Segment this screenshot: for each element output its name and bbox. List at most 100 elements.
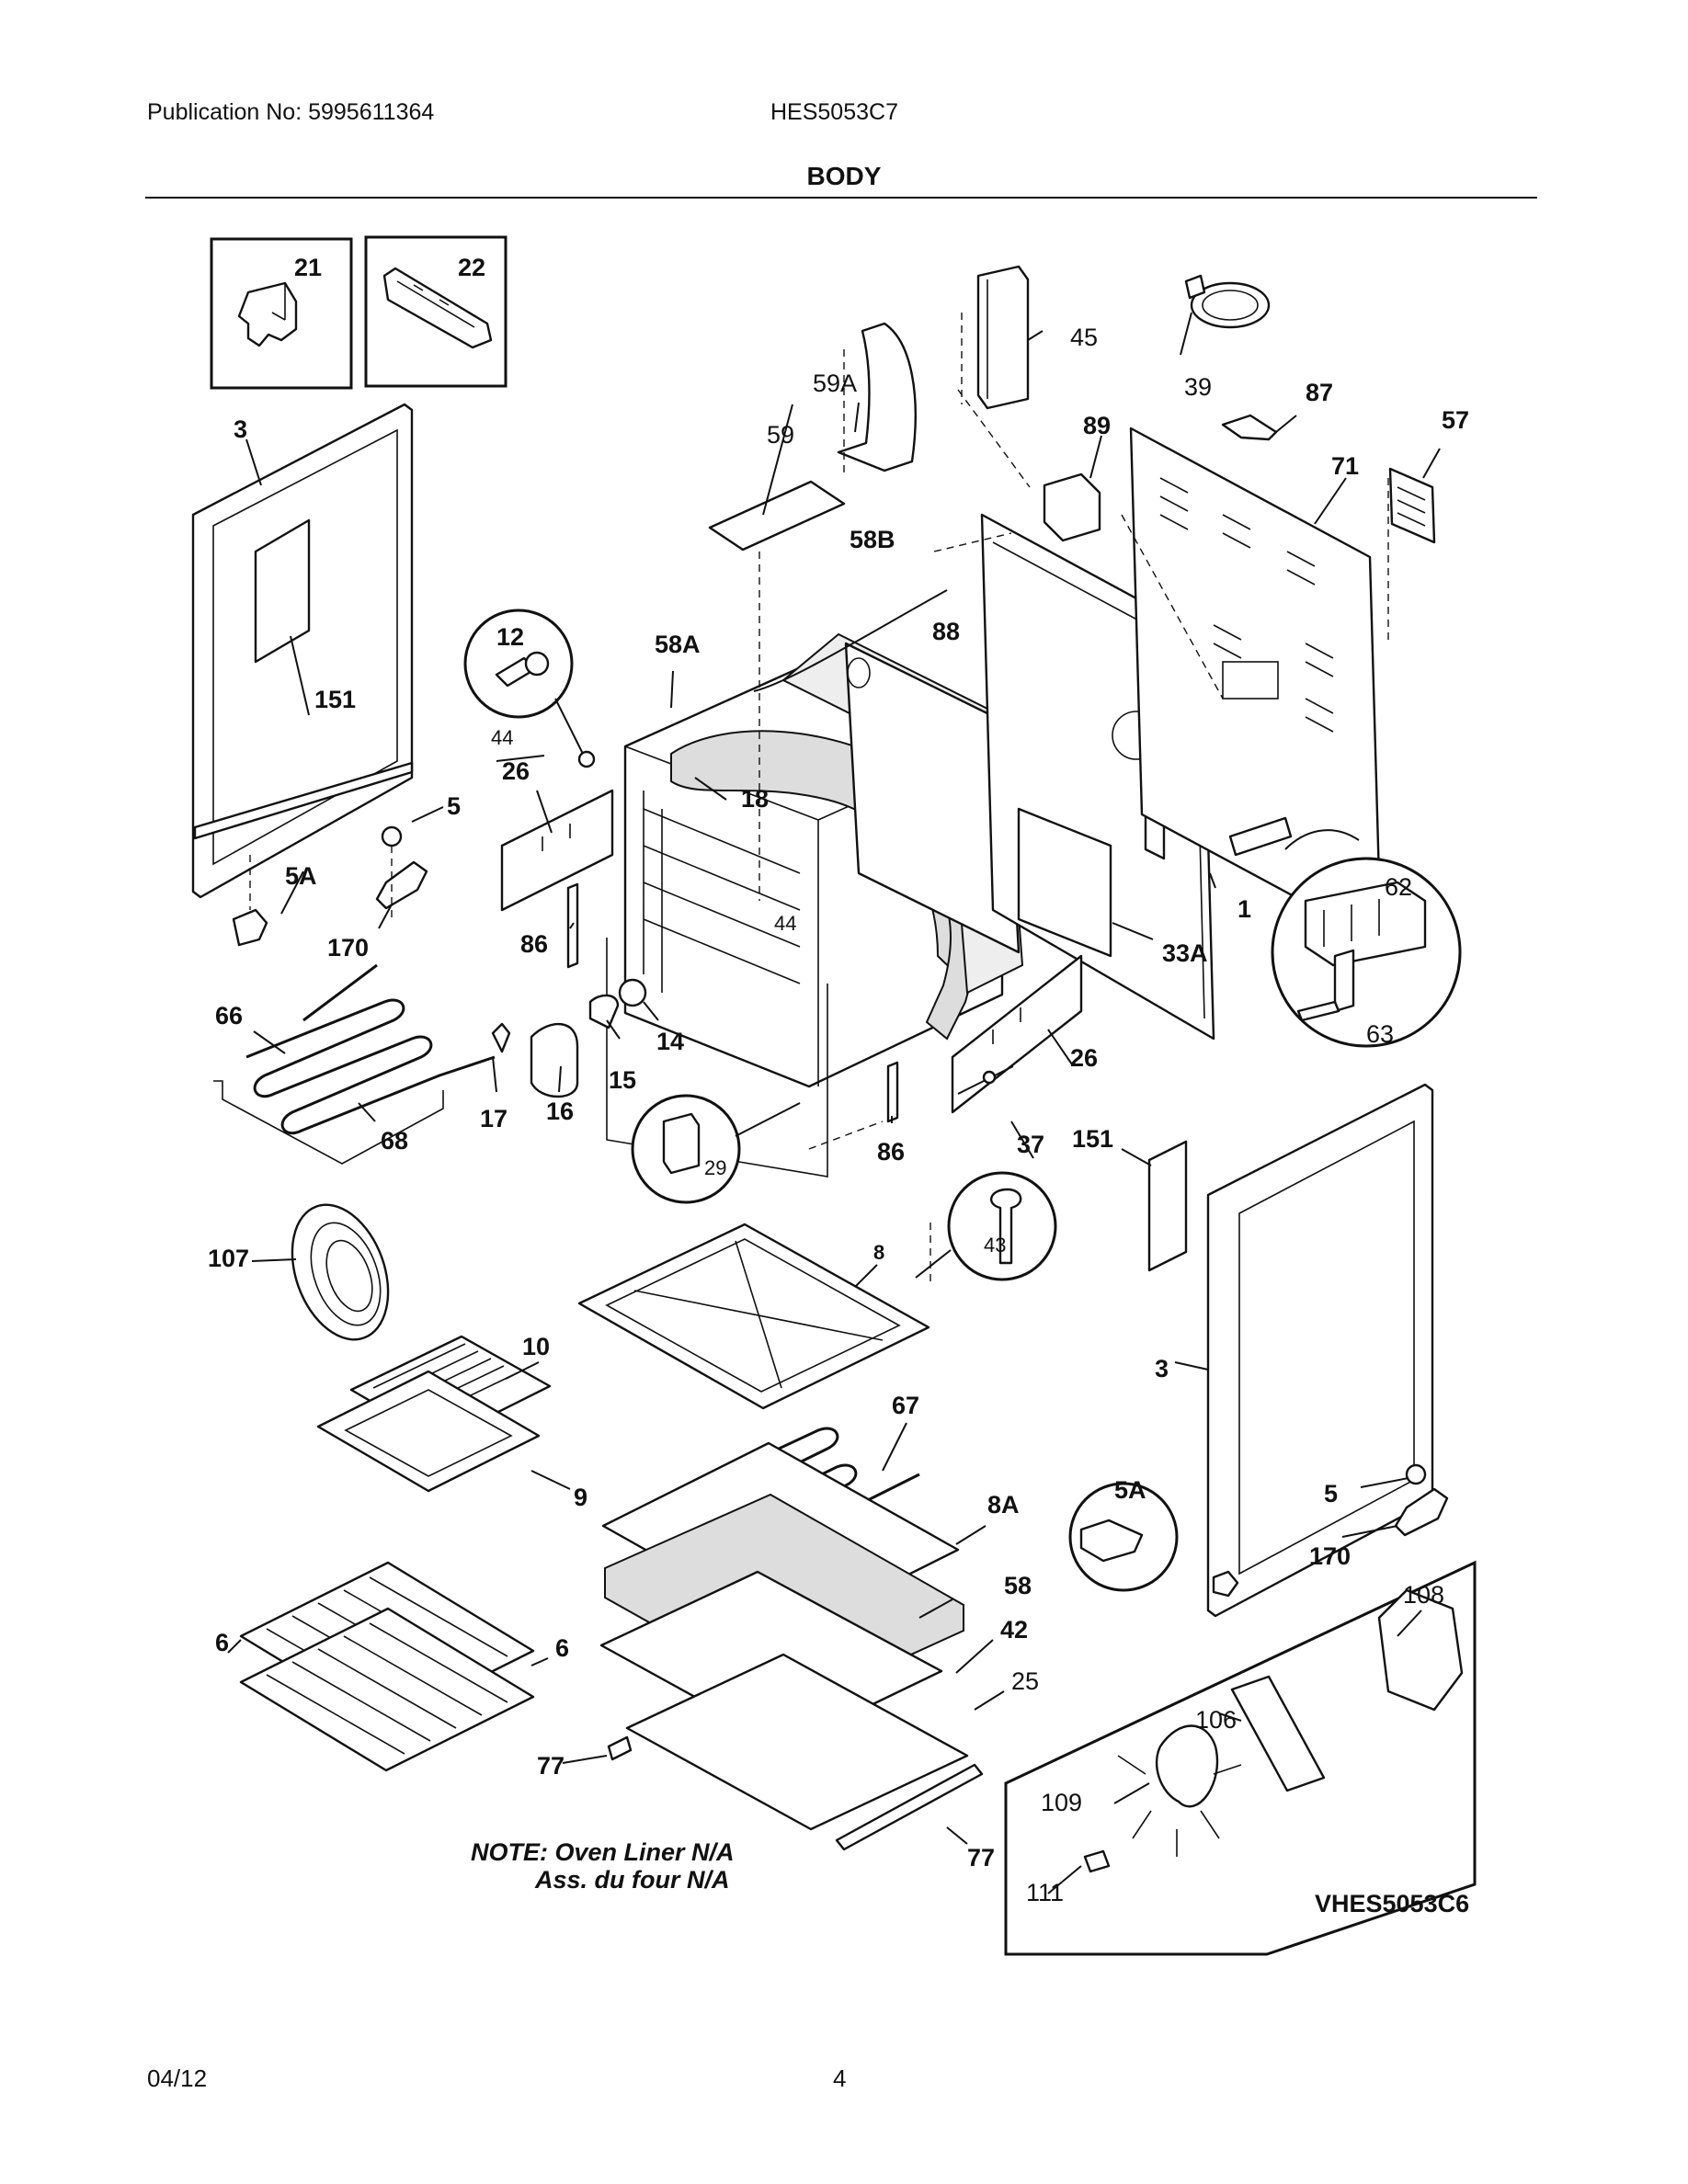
- callout-22: 22: [458, 254, 485, 281]
- callout-leaders: [227, 312, 1441, 1894]
- callout-10: 10: [522, 1333, 550, 1360]
- callout-68: 68: [381, 1127, 408, 1155]
- callout-21: 21: [294, 254, 322, 281]
- callout-107: 107: [208, 1245, 249, 1272]
- detail-box-22: [364, 235, 508, 388]
- callout-87: 87: [1306, 379, 1333, 406]
- callout-45: 45: [1070, 324, 1098, 351]
- callout-6-right: 6: [555, 1634, 569, 1662]
- callout-25: 25: [1011, 1667, 1039, 1695]
- callout-9: 9: [574, 1484, 587, 1511]
- callout-12: 12: [496, 623, 524, 651]
- right-side-panel: [1147, 1083, 1434, 1618]
- detail-circle-29: [631, 1094, 801, 1204]
- oven-top-panel-8: [577, 1223, 930, 1410]
- callout-26-lower: 26: [1070, 1044, 1098, 1072]
- callout-5: 5: [447, 792, 461, 820]
- detail-circle-switch: [463, 609, 596, 768]
- callout-37: 37: [1017, 1131, 1044, 1158]
- footer-page-number: 4: [833, 2065, 847, 2092]
- callout-3-right: 3: [1155, 1355, 1169, 1382]
- part-37-sensor: [957, 1065, 1014, 1095]
- callout-5A-right: 5A: [1114, 1476, 1146, 1504]
- callout-14: 14: [656, 1028, 684, 1055]
- note-line-1: NOTE: Oven Liner N/A: [471, 1838, 735, 1866]
- detail-box-code: VHES5053C6: [1315, 1890, 1469, 1917]
- side-rail-left: [500, 789, 614, 912]
- callout-77-lower: 77: [967, 1844, 995, 1871]
- callout-109: 109: [1041, 1789, 1082, 1816]
- callout-44: 44: [491, 726, 513, 749]
- callout-42: 42: [1000, 1616, 1028, 1644]
- left-side-panel: [191, 403, 414, 899]
- callout-43: 43: [984, 1234, 1006, 1257]
- note-line-2: Ass. du four N/A: [534, 1866, 730, 1894]
- callout-26: 26: [502, 757, 530, 785]
- callout-86: 86: [520, 930, 548, 958]
- callout-71: 71: [1331, 452, 1359, 480]
- callout-170-right: 170: [1309, 1542, 1351, 1570]
- callout-108: 108: [1403, 1581, 1444, 1609]
- part-59A-duct: [837, 322, 917, 472]
- callout-1: 1: [1237, 895, 1251, 923]
- part-59-duct: [708, 480, 846, 552]
- callout-58: 58: [1004, 1572, 1032, 1599]
- footer-date: 04/12: [147, 2065, 208, 2092]
- callout-16: 16: [546, 1098, 574, 1125]
- callout-170: 170: [327, 934, 369, 961]
- model-number: HES5053C7: [770, 99, 898, 125]
- hinge-parts-left: [232, 825, 428, 947]
- part-57-cover: [1388, 467, 1436, 544]
- callout-44-lower: 44: [774, 912, 796, 935]
- callout-8: 8: [873, 1241, 884, 1264]
- callout-86-lower: 86: [877, 1138, 905, 1166]
- part-39-power-cord: [1184, 274, 1271, 329]
- callout-18: 18: [741, 785, 769, 813]
- callout-89: 89: [1083, 412, 1111, 439]
- header-rule: [145, 197, 1537, 199]
- alignment-dashes: [758, 313, 1389, 1287]
- callout-33A: 33A: [1162, 939, 1208, 967]
- callout-59: 59: [767, 421, 794, 449]
- callout-62: 62: [1385, 873, 1412, 901]
- front-trim-77: [835, 1763, 984, 1851]
- detail-circle-terminal-block: [1228, 816, 1462, 1048]
- callout-67: 67: [892, 1392, 919, 1419]
- callout-88: 88: [932, 618, 960, 645]
- callout-3: 3: [234, 415, 247, 443]
- callout-106: 106: [1195, 1706, 1237, 1734]
- broil-element-shield: [213, 1080, 444, 1165]
- callout-29: 29: [704, 1156, 726, 1179]
- callout-151: 151: [314, 686, 356, 713]
- callout-6: 6: [215, 1629, 229, 1656]
- bottom-cover-25: [607, 1653, 969, 1831]
- callout-58A: 58A: [655, 631, 701, 658]
- callout-151-right: 151: [1072, 1125, 1113, 1153]
- part-87-bracket: [1221, 414, 1278, 441]
- part-45-bracket: [976, 265, 1030, 410]
- callout-17: 17: [480, 1105, 508, 1132]
- part-88-wire: [753, 589, 948, 692]
- oven-racks: [239, 1561, 535, 1772]
- callout-8A: 8A: [987, 1491, 1020, 1519]
- part-89-bracket: [1043, 472, 1101, 542]
- section-title: BODY: [806, 162, 882, 190]
- broiler-pan: [316, 1370, 541, 1493]
- broil-element: [245, 963, 496, 1135]
- callout-5-right: 5: [1324, 1480, 1338, 1507]
- detail-circle-43: [915, 1171, 1057, 1281]
- callout-58B: 58B: [850, 526, 895, 553]
- callout-111: 111: [1026, 1879, 1064, 1906]
- callout-39: 39: [1184, 373, 1212, 401]
- callout-5A: 5A: [285, 862, 317, 890]
- part-86-lower: [886, 1061, 899, 1123]
- convection-fan-cover: [291, 1203, 390, 1341]
- publication-number: Publication No: 5995611364: [147, 99, 435, 125]
- detail-box-21: [210, 237, 353, 390]
- convection-fan-detail-box: [1004, 1560, 1477, 1956]
- callout-77: 77: [537, 1752, 565, 1780]
- hinge-parts-right: [1068, 1463, 1449, 1598]
- callout-57: 57: [1442, 406, 1469, 434]
- callout-66: 66: [215, 1002, 243, 1029]
